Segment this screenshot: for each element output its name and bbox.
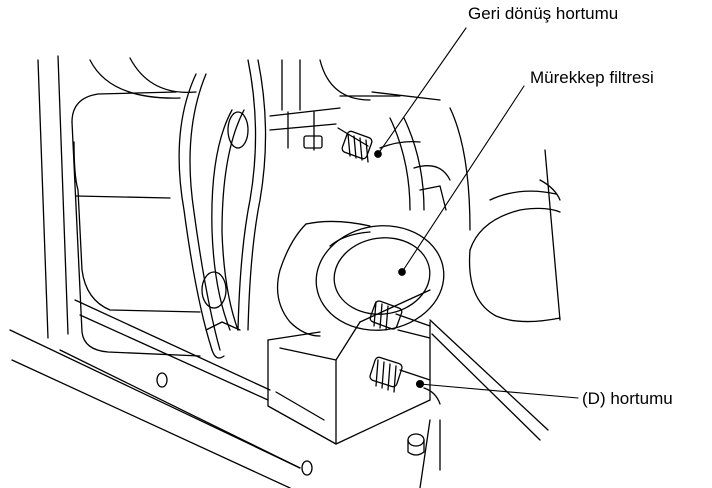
leader-lines (377, 27, 579, 399)
d-hose-connector (369, 356, 441, 405)
filter-bracket (267, 289, 431, 445)
return-hose-connector (337, 127, 421, 163)
label-return-hose: Geri dönüş hortumu (468, 4, 619, 23)
left-tubes (178, 59, 267, 359)
leader-ink-filter (401, 85, 525, 273)
cabinet-frame (9, 55, 561, 488)
leader-return-hose (377, 27, 467, 155)
ink-filter (276, 220, 445, 339)
right-ink-tank (468, 179, 561, 323)
floor-knob (407, 433, 425, 456)
label-ink-filter: Mürekkep filtresi (530, 68, 654, 87)
label-d-hose: (D) hortumu (582, 389, 673, 408)
manifold (269, 59, 471, 231)
left-ink-tank (71, 57, 201, 357)
leader-d-hose (419, 383, 579, 399)
